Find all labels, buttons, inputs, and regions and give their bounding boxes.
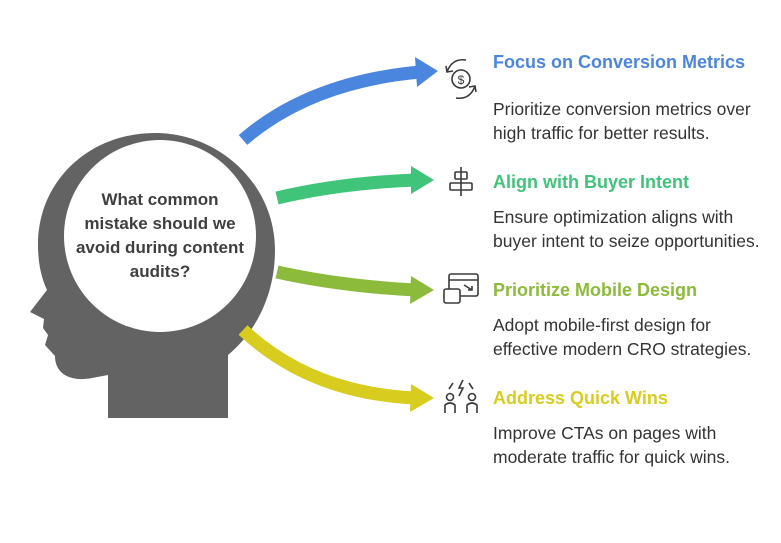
arrow-green-head xyxy=(411,166,434,194)
item-title-mobile-design: Prioritize Mobile Design xyxy=(493,280,698,300)
item-title-quick-wins: Address Quick Wins xyxy=(493,388,668,408)
arrow-green xyxy=(275,173,416,205)
item-desc-buyer-intent: Ensure optimization aligns with buyer in… xyxy=(493,207,760,251)
dollar-cycle-icon: $ xyxy=(445,58,477,100)
item-desc-quick-wins: Improve CTAs on pages with moderate traf… xyxy=(493,423,730,467)
align-center-icon xyxy=(449,167,473,196)
question-circle xyxy=(64,140,256,332)
item-desc-mobile-design: Adopt mobile-first design for effective … xyxy=(493,315,752,359)
arrow-blue xyxy=(238,65,421,145)
svg-text:$: $ xyxy=(458,73,465,87)
arrow-olive xyxy=(275,265,416,297)
people-lightning-icon xyxy=(444,379,478,413)
arrow-yellow-head xyxy=(410,384,434,412)
item-title-conversion-metrics: Focus on Conversion Metrics xyxy=(493,52,746,72)
item-desc-conversion-metrics: Prioritize conversion metrics over high … xyxy=(493,99,751,143)
central-question: What common mistake should we avoid duri… xyxy=(75,190,245,281)
arrow-yellow xyxy=(238,325,416,405)
arrow-olive-head xyxy=(410,276,434,304)
arrow-blue-head xyxy=(415,57,438,87)
item-title-buyer-intent: Align with Buyer Intent xyxy=(493,172,689,192)
responsive-design-icon xyxy=(443,273,479,304)
